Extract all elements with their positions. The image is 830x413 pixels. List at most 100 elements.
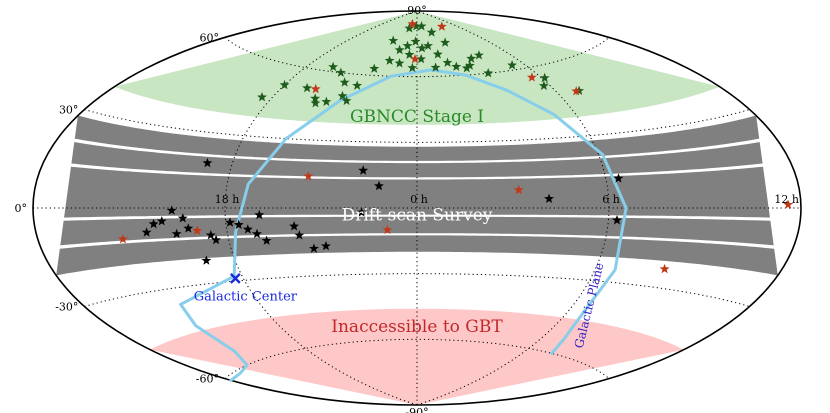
- pulsar-star: [205, 230, 216, 240]
- pulsar-star: [233, 219, 244, 229]
- pulsar-star: [242, 224, 253, 234]
- pulsar-star: [310, 93, 321, 103]
- pulsar-star: [341, 95, 352, 106]
- pulsar-star: [442, 57, 453, 67]
- pulsar-star: [252, 228, 262, 239]
- pulsar-star: [430, 62, 441, 72]
- pulsar-star: [410, 54, 420, 64]
- tick-labels: 90° 60° 30° 0° -30° -60° -90° 18 h 0 h 6 h 12 h: [15, 4, 800, 413]
- lat-tick-label: -60°: [196, 373, 219, 386]
- pulsar-markers: [118, 18, 794, 274]
- pulsar-star: [407, 18, 418, 29]
- pulsar-star: [225, 217, 235, 227]
- pulsar-star: [310, 83, 321, 94]
- pulsar-star: [183, 223, 194, 233]
- ra-tick-label: 12 h: [774, 193, 799, 206]
- lat-tick-label: -30°: [55, 301, 78, 314]
- drift-scan-gap-0: [33, 214, 801, 222]
- pulsar-star: [358, 165, 369, 175]
- label-inaccessible: Inaccessible to GBT: [331, 317, 503, 337]
- pulsar-star: [302, 82, 312, 93]
- pulsar-star: [254, 209, 265, 220]
- drift-scan-gap-1: [42, 160, 792, 180]
- pulsar-star: [571, 86, 582, 96]
- ra-tick-label: 18 h: [215, 193, 240, 206]
- pulsar-star: [156, 216, 167, 226]
- label-drift-scan: Drift-scan Survey: [342, 206, 493, 226]
- pulsar-star: [177, 213, 188, 223]
- pulsar-star: [202, 157, 213, 168]
- pulsar-star: [394, 58, 405, 68]
- pulsar-star: [339, 77, 350, 87]
- pulsar-star: [432, 49, 443, 59]
- lat-tick-label: -90°: [405, 406, 428, 413]
- pulsar-star: [374, 180, 384, 191]
- pulsar-star: [118, 234, 128, 244]
- pulsar-star: [356, 207, 367, 217]
- pulsar-star: [410, 36, 421, 46]
- pulsar-star: [369, 63, 380, 73]
- lat-tick-label: 30°: [59, 104, 79, 117]
- pulsar-star: [192, 225, 203, 235]
- pulsar-star: [466, 53, 477, 63]
- pulsar-star: [613, 173, 624, 183]
- pulsar-star: [261, 235, 272, 245]
- pulsar-star: [417, 43, 427, 53]
- pulsar-star: [321, 96, 332, 106]
- pulsar-star: [321, 240, 331, 251]
- pulsar-star: [166, 205, 177, 215]
- galactic-plane-line: [179, 68, 628, 382]
- pulsar-star: [201, 255, 212, 265]
- pulsar-star: [507, 60, 517, 70]
- galactic-center-marker: [230, 272, 241, 284]
- pulsar-star: [526, 72, 537, 82]
- map-boundary: [32, 10, 802, 406]
- pulsar-star: [416, 21, 427, 31]
- pulsar-star: [337, 90, 348, 101]
- pulsar-star: [423, 40, 433, 51]
- pulsar-star: [461, 63, 472, 73]
- pulsar-star: [384, 55, 395, 65]
- pulsar-star: [211, 234, 221, 245]
- pulsar-star: [310, 98, 321, 108]
- pulsar-star: [335, 67, 346, 77]
- pulsar-star: [141, 227, 152, 237]
- pulsar-star: [289, 221, 299, 231]
- pulsar-star: [388, 35, 399, 45]
- pulsar-star: [352, 80, 363, 90]
- pulsar-star: [436, 21, 447, 31]
- lat-tick-label: 60°: [200, 31, 220, 44]
- pulsar-star: [538, 80, 549, 90]
- pulsar-star: [404, 23, 415, 33]
- pulsar-star: [294, 230, 305, 240]
- pulsar-star: [411, 21, 422, 31]
- pulsar-star: [544, 193, 554, 203]
- pulsar-star: [148, 218, 159, 229]
- region-inaccessible-band: [150, 308, 684, 405]
- drift-scan-gap-2: [40, 233, 794, 251]
- coordinate-grid: [33, 10, 801, 406]
- pulsar-star: [783, 199, 794, 209]
- pulsar-star: [659, 263, 670, 274]
- pulsar-star: [309, 243, 319, 253]
- pulsar-star: [382, 224, 393, 235]
- pulsar-star: [539, 72, 550, 83]
- lat-tick-label: 90°: [407, 4, 427, 17]
- pulsar-star: [404, 49, 415, 59]
- galactic-plane-layer: [179, 68, 628, 382]
- galactic-center-label: Galactic Center: [194, 289, 298, 304]
- ra-tick-label: 6 h: [602, 193, 620, 206]
- pulsar-star: [394, 44, 405, 55]
- ra-tick-label: 0 h: [410, 193, 428, 206]
- pulsar-star: [474, 50, 484, 60]
- pulsar-star: [328, 61, 339, 72]
- pulsar-star: [426, 27, 437, 37]
- pulsar-star: [440, 37, 451, 47]
- lat-tick-label: 0°: [15, 202, 28, 215]
- pulsar-star: [171, 228, 182, 239]
- pulsar-star: [513, 184, 524, 195]
- pulsar-star: [407, 62, 418, 73]
- pulsar-star: [257, 92, 267, 102]
- pulsar-star: [451, 61, 462, 71]
